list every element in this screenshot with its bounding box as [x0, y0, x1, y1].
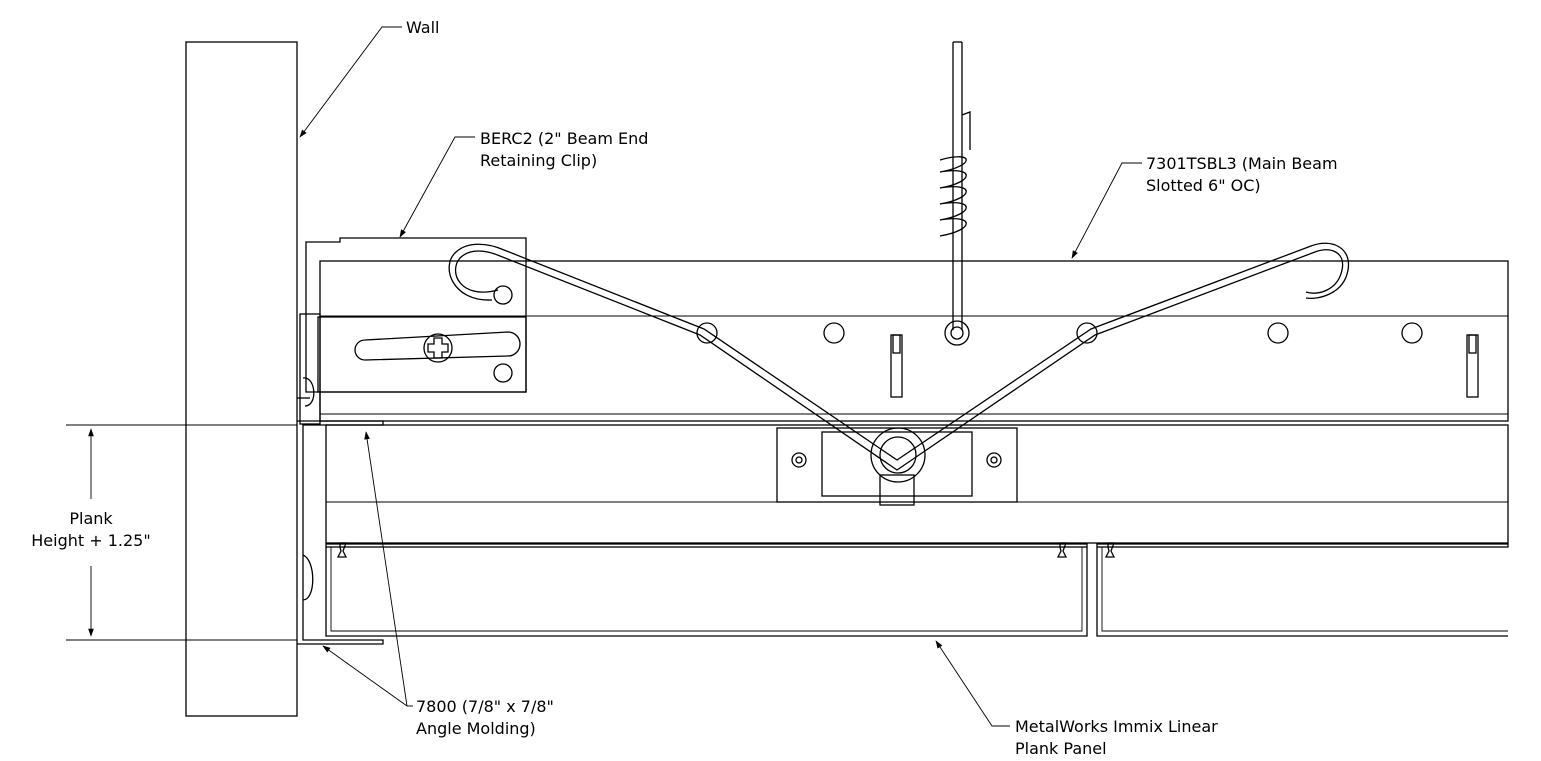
- angle-label-line1: 7800 (7/8" x 7/8": [416, 697, 554, 716]
- panel-label-line1: MetalWorks Immix Linear: [1015, 717, 1218, 736]
- panel-label-line2: Plank Panel: [1015, 739, 1107, 758]
- plank-dim-label-line2: Height + 1.25": [31, 531, 150, 550]
- support-wire: [448, 242, 1350, 471]
- berc2-label-line1: BERC2 (2" Beam End: [480, 129, 648, 148]
- hanger-wire: [939, 41, 971, 346]
- main-beam-label-line1: 7301TSBL3 (Main Beam: [1146, 154, 1338, 173]
- plank-panel: [1096, 542, 1509, 637]
- angle-leader-lower: [322, 645, 408, 707]
- beam-hole: [1401, 322, 1423, 344]
- plank-height-dimension: [66, 424, 297, 641]
- main-beam: [319, 260, 1509, 422]
- plank-carrier: [325, 424, 1509, 544]
- angle-molding: [297, 420, 384, 645]
- beam-hole: [823, 322, 845, 344]
- berc2-clip: [297, 237, 527, 425]
- panel-leader: [935, 640, 1010, 727]
- plank-panel: [325, 542, 1088, 637]
- wall-leader: [299, 26, 402, 138]
- berc2-label-line2: Retaining Clip): [480, 151, 597, 170]
- main-beam-label-line2: Slotted 6" OC): [1146, 176, 1261, 195]
- wall: [185, 41, 298, 717]
- berc2-leader: [399, 136, 475, 238]
- wall-label: Wall: [406, 18, 440, 37]
- main-beam-leader: [1071, 162, 1142, 259]
- plank-dim-label-line1: Plank: [69, 509, 113, 528]
- beam-hole: [1267, 322, 1289, 344]
- angle-label-line2: Angle Molding): [416, 719, 536, 738]
- angle-leader-upper: [364, 431, 408, 707]
- beam-slot: [890, 334, 903, 398]
- screw-icon: [423, 333, 453, 363]
- beam-hole: [696, 322, 718, 344]
- beam-hole: [1076, 322, 1098, 344]
- beam-slot: [1466, 334, 1479, 398]
